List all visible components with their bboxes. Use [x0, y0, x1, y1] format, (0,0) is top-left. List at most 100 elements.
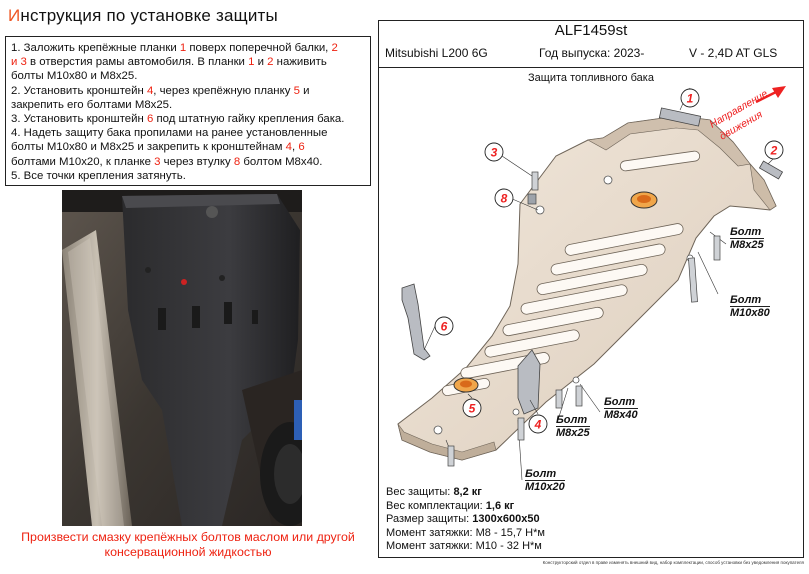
note-line: консервационной жидкостью [104, 545, 272, 559]
title-first-letter: И [8, 6, 21, 25]
svg-text:4: 4 [534, 418, 542, 432]
instruction-text: болты М10х80 и М8х25. [11, 70, 138, 83]
spec-row: Момент затяжки: M8 - 15,7 Н*м [386, 527, 545, 541]
drawing-subtitle: Защита топливного бака [528, 72, 654, 84]
engine-trim: V - 2,4D AT GLS [689, 46, 778, 60]
title-rest: нструкция по установке защиты [20, 6, 278, 25]
instruction-line: болты М10х80 и М8х25 и закрепить к кронш… [11, 140, 370, 154]
part-number: 6 [146, 113, 154, 126]
spec-row: Размер защиты: 1300x600x50 [386, 513, 545, 527]
svg-text:8: 8 [501, 192, 508, 206]
instruction-line: болтами М10х20, к планке 3 через втулку … [11, 155, 370, 169]
technical-drawing-frame [378, 20, 804, 558]
instruction-text: болтами М10х20, к планке [11, 155, 155, 168]
instruction-text: наживить [273, 56, 327, 69]
vehicle-model: Mitsubishi L200 6G [385, 46, 488, 60]
part-number: 1 [248, 56, 255, 69]
callout-6: 6 [434, 316, 454, 336]
part-number: 5 [293, 84, 300, 97]
instruction-line: 1. Заложить крепёжные планки 1 поверх по… [11, 41, 370, 55]
bracket-4 [517, 349, 541, 415]
part-number: 1 [179, 42, 187, 54]
instruction-line: 3. Установить кронштейн 6 под штатную га… [11, 112, 370, 126]
instruction-text: и [299, 84, 310, 97]
instruction-text: и [254, 56, 268, 69]
part-number: и 3 [11, 56, 27, 69]
instruction-line: 4. Надеть защиту бака пропилами на ранее… [11, 126, 370, 140]
mounting-plate-1 [658, 107, 702, 127]
spec-value: M8 - 15,7 Н*м [475, 526, 545, 539]
svg-text:1: 1 [687, 92, 694, 106]
guard-plate [397, 115, 777, 461]
production-year: Год выпуска: 2023- [539, 46, 645, 60]
note-line: Произвести смазку крепёжных болтов масло… [21, 530, 355, 544]
spec-value: M10 - 32 Н*м [475, 540, 542, 553]
header-row: ALF1459st Mitsubishi L200 6G Год выпуска… [378, 20, 804, 67]
svg-text:2: 2 [770, 144, 778, 158]
callout-2: 2 [764, 140, 784, 160]
instruction-text: закрепить его болтами М8х25. [11, 98, 173, 111]
spec-row: Момент затяжки: M10 - 32 Н*м [386, 540, 545, 554]
instruction-line: 5. Все точки крепления затянуть. [11, 169, 370, 183]
spec-label: Момент затяжки: [386, 540, 476, 553]
footnote: Конструкторский отдел в праве изменять в… [542, 560, 804, 565]
instruction-text: 4. Надеть защиту бака пропилами на ранее… [11, 127, 328, 140]
spec-label: Момент затяжки: [386, 526, 476, 539]
spec-value: 1300x600x50 [472, 513, 540, 526]
installation-photo-illustration [62, 190, 302, 526]
instruction-text: 3. Установить кронштейн [11, 113, 147, 126]
instruction-text: 2. Установить кронштейн [11, 84, 147, 97]
svg-text:6: 6 [441, 320, 448, 334]
instruction-text: болтом М8х40. [240, 155, 323, 168]
direction-arrow-head [772, 86, 786, 98]
product-code: ALF1459st [554, 22, 628, 39]
lubrication-note: Произвести смазку крепёжных болтов масло… [0, 530, 376, 560]
part-number: 6 [298, 141, 305, 154]
part-number: 2 [331, 42, 338, 54]
part-number: 8 [233, 155, 241, 168]
spec-value: 8,2 кг [453, 486, 482, 498]
callout-8: 8 [494, 188, 514, 208]
guard-plate-diagram: 1 2 3 4 5 6 8 Направление движения [397, 86, 786, 481]
instruction-text: , [291, 141, 299, 154]
instruction-text: 5. Все точки крепления затянуть. [11, 169, 186, 182]
spec-value: 1,6 кг [485, 499, 515, 512]
instruction-text: в отверстия рамы автомобиля. В планки [26, 56, 249, 69]
instruction-line: и 3 в отверстия рамы автомобиля. В планк… [11, 55, 370, 69]
instruction-line: 2. Установить кронштейн 4, через крепёжн… [11, 84, 370, 98]
instruction-text: 1. Заложить крепёжные планки [11, 42, 180, 54]
red-marker-icon [181, 279, 187, 285]
spec-label: Размер защиты: [386, 513, 473, 526]
spec-row: Вес защиты: 8,2 кг [386, 486, 545, 500]
instruction-line: закрепить его болтами М8х25. [11, 98, 370, 112]
part-number: 4 [146, 84, 154, 97]
part-number: 3 [154, 155, 161, 168]
page-title: Инструкция по установке защиты [8, 6, 278, 26]
instruction-line: болты М10х80 и М8х25. [11, 69, 370, 83]
instruction-text: болты М10х80 и М8х25 и закрепить к кронш… [11, 141, 286, 154]
instructions-box: 1. Заложить крепёжные планки 1 поверх по… [5, 36, 371, 186]
callout-1: 1 [680, 88, 700, 108]
spec-label: Вес защиты: [386, 486, 454, 498]
instruction-text: поверх поперечной балки, [186, 42, 332, 54]
instruction-text: под штатную гайку крепления бака. [153, 113, 345, 126]
callout-3: 3 [484, 142, 504, 162]
instruction-text: через втулку [160, 155, 234, 168]
header-divider [378, 67, 804, 68]
svg-text:5: 5 [469, 402, 476, 416]
spec-row: Вес комплектации: 1,6 кг [386, 500, 545, 514]
bracket-6 [401, 283, 431, 361]
callout-4: 4 [528, 414, 548, 434]
mounting-plate-2 [758, 160, 784, 180]
svg-text:3: 3 [491, 146, 498, 160]
installation-photo [62, 190, 302, 526]
guard-drawing: 1 2 3 4 5 6 8 Направление движения [378, 68, 804, 558]
spec-label: Вес комплектации: [386, 499, 486, 512]
callout-5: 5 [462, 398, 482, 418]
